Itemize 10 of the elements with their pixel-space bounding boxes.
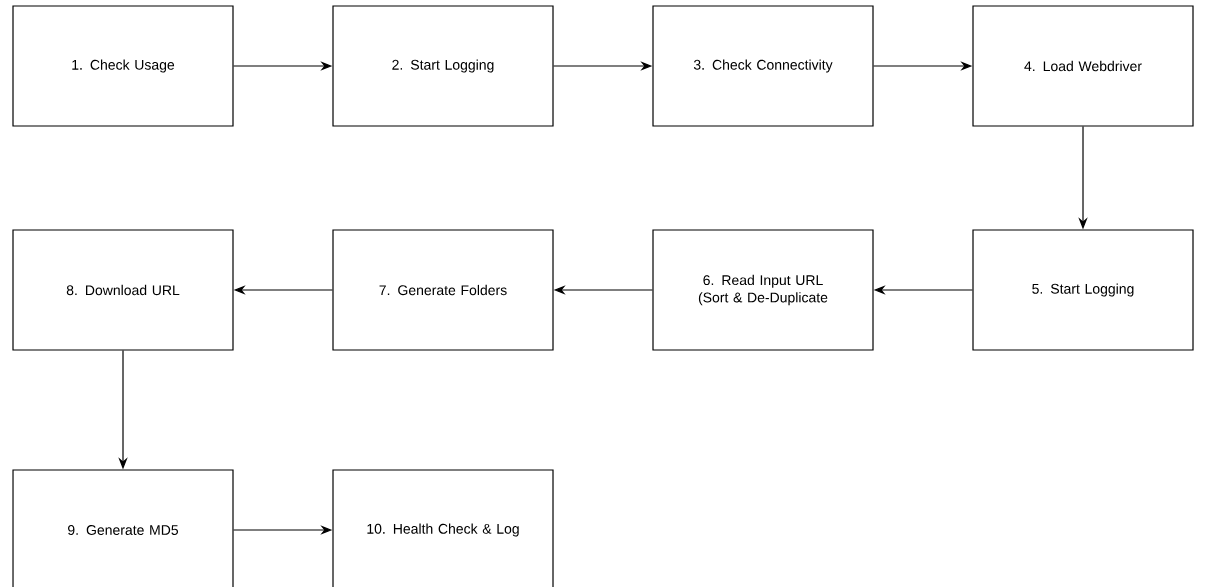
process-box: 8. Download URL (12, 229, 234, 351)
process-box: 2. Start Logging (332, 5, 554, 127)
process-box: 9. Generate MD5 (12, 469, 234, 587)
process-box: 7. Generate Folders (332, 229, 554, 351)
process-box: 6. Read Input URL (Sort & De-Duplicate (652, 229, 874, 351)
process-box: 10. Health Check & Log (332, 469, 554, 587)
process-box: 3. Check Connectivity (652, 5, 874, 127)
process-box: 4. Load Webdriver (972, 5, 1194, 127)
process-box: 1. Check Usage (12, 5, 234, 127)
process-box: 5. Start Logging (972, 229, 1194, 351)
